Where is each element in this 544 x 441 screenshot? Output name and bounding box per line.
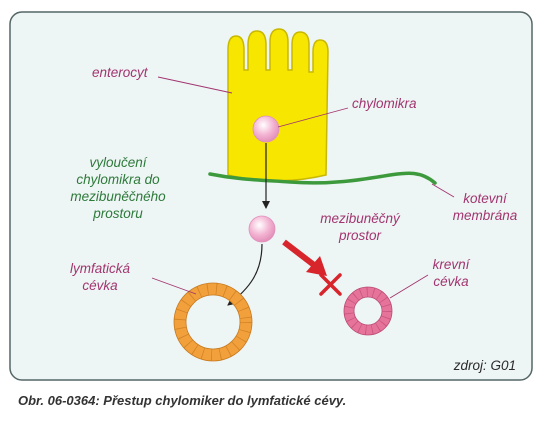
label-excretion-3: mezibuněčného [70,189,166,204]
diagram-panel [9,11,533,381]
enterocyte-cell [227,28,329,182]
label-excretion-4: prostoru [92,206,143,221]
red-x-icon [319,273,342,296]
blood-vessel [343,286,393,336]
blocked-arrow [282,239,327,276]
chylomicron-in-cell [252,115,280,143]
lymphatic-vessel [173,282,253,362]
label-interstitial-2: prostor [338,228,382,243]
label-excretion-1: vyloučení [89,155,147,170]
leader-lines [151,76,455,299]
label-blood-2: cévka [433,274,469,289]
anchoring-membrane [208,171,437,185]
label-membrane-1: kotevní [463,191,508,206]
source-label: zdroj: G01 [453,358,516,373]
label-excretion-2: chylomikra do [76,172,160,187]
label-blood-1: krevní [433,257,471,272]
label-lymph-1: lymfatická [70,261,131,276]
figure-caption: Obr. 06-0364: Přestup chylomiker do lymf… [18,393,347,408]
label-lymph-2: cévka [82,278,118,293]
label-enterocyte: enterocyt [92,65,149,80]
label-chylomicron: chylomikra [352,96,417,111]
label-interstitial-1: mezibuněčný [320,211,401,226]
chylomicron-interstitial [248,215,276,243]
label-membrane-2: membrána [453,208,518,223]
